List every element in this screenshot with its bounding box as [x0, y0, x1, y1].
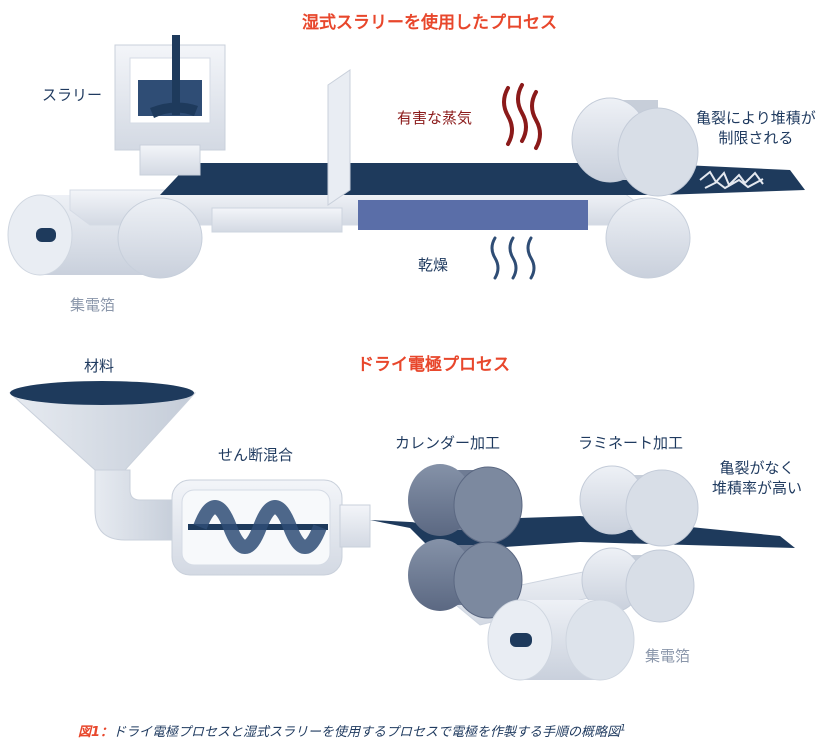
wet-process-title: 湿式スラリーを使用したプロセス [302, 8, 557, 33]
current-collector-label-dry: 集電箔 [645, 646, 690, 666]
material-label: 材料 [84, 356, 114, 376]
wet-process-illustration [8, 35, 805, 278]
shear-mixer [172, 480, 370, 575]
lower-roller-left-wet [118, 198, 202, 278]
dry-process-title: ドライ電極プロセス [357, 350, 510, 375]
drying-heat-icon [492, 238, 534, 278]
caption-text: ドライ電極プロセスと湿式スラリーを使用するプロセスで電極を作製する手順の概略図 [113, 725, 620, 740]
foil-roll-dry [488, 600, 634, 680]
harmful-vapor-icon [504, 85, 540, 148]
harmful-vapor-label: 有害な蒸気 [397, 108, 472, 128]
current-collector-label-wet: 集電箔 [70, 295, 115, 315]
calendering-label: カレンダー加工 [395, 433, 500, 453]
shear-mixing-label: せん断混合 [218, 445, 293, 465]
figure-number: 図1： [78, 725, 113, 740]
slot-die-base [212, 208, 342, 232]
lower-roller-right-wet [606, 198, 690, 278]
material-funnel [10, 381, 195, 540]
doctor-blade [328, 70, 350, 205]
dry-process-illustration [10, 381, 795, 680]
no-cracks-line2: 堆積率が高い [712, 478, 802, 498]
slurry-tank [115, 35, 225, 175]
no-cracks-line1: 亀裂がなく [712, 458, 802, 478]
no-cracks-label: 亀裂がなく 堆積率が高い [712, 458, 802, 499]
cracks-limit-line2: 制限される [696, 128, 816, 148]
cracks-limit-label: 亀裂により堆積が 制限される [696, 108, 816, 149]
drying-label: 乾燥 [418, 255, 448, 275]
drying-zone [358, 200, 588, 230]
caption-ref: 1 [620, 724, 626, 734]
cracks-limit-line1: 亀裂により堆積が [696, 108, 816, 128]
laminating-label: ラミネート加工 [578, 433, 683, 453]
slurry-label: スラリー [42, 85, 102, 105]
figure-caption: 図1：ドライ電極プロセスと湿式スラリーを使用するプロセスで電極を作製する手順の概… [78, 721, 626, 740]
